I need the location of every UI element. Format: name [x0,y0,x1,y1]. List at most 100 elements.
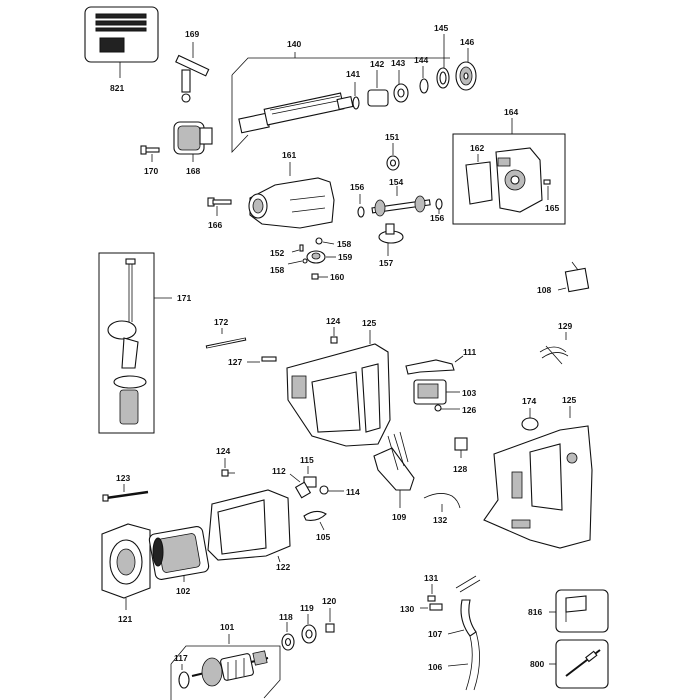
label-107: 107 [428,629,442,639]
label-151: 151 [385,132,399,142]
part-114-clip [319,485,344,495]
part-156-washer-right [435,198,443,214]
label-159: 159 [338,252,352,262]
label-141: 141 [346,69,360,79]
part-112-brush [289,473,312,499]
label-117: 117 [174,653,188,663]
label-156-right: 156 [430,213,444,223]
part-146-gear [455,48,477,91]
part-108-brush [557,261,590,293]
part-164-gearbox-cover-assembly [452,118,566,225]
label-112: 112 [272,466,286,476]
label-154: 154 [389,177,403,187]
part-armature [191,650,269,687]
label-126: 126 [462,405,476,415]
part-170-screw [140,145,160,162]
label-115: 115 [300,455,314,465]
part-128-terminal [454,437,468,458]
part-143-bearing [393,70,409,103]
label-130: 130 [400,604,414,614]
label-157: 157 [379,258,393,268]
label-125-right: 125 [562,395,576,405]
part-151-bearing [386,143,400,171]
part-129-wire-set [539,332,569,365]
part-124-screw-upper [330,327,338,344]
label-132: 132 [433,515,447,525]
label-124-lower: 124 [216,446,230,456]
label-168: 168 [186,166,200,176]
part-131-screw [427,584,436,602]
part-158-pin-lower [287,258,308,265]
part-166-screw [207,197,232,216]
part-159-detent [306,250,336,264]
part-144-washer [419,66,429,94]
part-174-plug [521,408,539,431]
part-122-motor-housing [207,489,291,563]
label-106: 106 [428,662,442,672]
label-821: 821 [110,83,124,93]
part-127-screw [247,356,277,363]
label-118: 118 [279,612,293,622]
part-123-long-screw [102,484,149,502]
part-105-spring [303,510,327,531]
part-101-armature-assembly [170,634,281,700]
part-111-bracket [405,355,464,375]
part-120-screw [325,608,335,633]
label-165: 165 [545,203,559,213]
part-163-cover [495,147,543,213]
label-171: 171 [177,293,191,303]
label-142: 142 [370,59,384,69]
part-109-cable-guide [373,431,415,508]
part-130-clamp [420,603,443,611]
label-101: 101 [220,622,234,632]
part-165-screw [543,179,551,200]
label-121: 121 [118,614,132,624]
label-146: 146 [460,37,474,47]
part-132-wire [423,493,461,512]
label-109: 109 [392,512,406,522]
label-120: 120 [322,596,336,606]
part-141-ring [352,82,360,110]
part-162-gasket [465,154,493,205]
label-114: 114 [346,487,360,497]
label-103: 103 [462,388,476,398]
part-126-ring [434,404,460,412]
label-127: 127 [228,357,242,367]
label-172: 172 [214,317,228,327]
part-169-chuck-key [175,42,210,103]
label-158-lower: 158 [270,265,284,275]
part-800-accessory [549,639,609,689]
label-140: 140 [287,39,301,49]
label-800: 800 [530,659,544,669]
label-161: 161 [282,150,296,160]
part-816-manual [549,589,609,633]
part-103-switch [413,379,460,405]
part-161-gear-housing [248,162,335,229]
label-160: 160 [330,272,344,282]
part-106-power-cord [447,631,480,691]
label-108: 108 [537,285,551,295]
label-145: 145 [434,23,448,33]
label-129: 129 [558,321,572,331]
part-172-depth-rod [205,328,247,349]
part-125-housing-right [483,406,593,549]
label-162: 162 [470,143,484,153]
label-131: 131 [424,573,438,583]
part-158-pin-upper [315,237,335,245]
label-124-upper: 124 [326,316,340,326]
part-168-chuck [173,121,213,162]
part-107-cable-protector [447,575,481,637]
label-144: 144 [414,55,428,65]
part-145-ring [436,34,450,89]
part-160-screw [311,273,328,280]
part-121-end-plate [101,523,151,610]
part-140-spindle-assembly [231,52,450,154]
part-119-bearing [301,614,317,644]
label-111: 111 [463,347,477,357]
label-123: 123 [116,473,130,483]
label-128: 128 [453,464,467,474]
part-157-gear [378,223,404,256]
label-119: 119 [300,603,314,613]
label-156-left: 156 [350,182,364,192]
